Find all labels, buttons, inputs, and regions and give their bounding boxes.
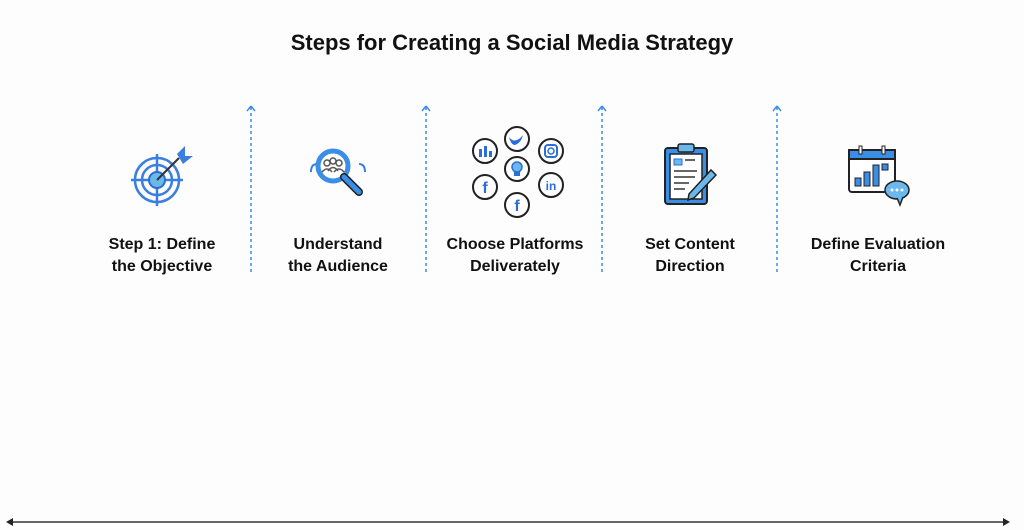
step-define-objective: Step 1: Define the Objective xyxy=(77,120,247,278)
target-icon xyxy=(77,120,247,230)
dashed-arrow-divider xyxy=(246,105,256,272)
step-label-line1: Choose Platforms xyxy=(446,236,584,253)
step-label-line2: Deliverately xyxy=(470,258,560,275)
audience-search-icon xyxy=(253,120,423,230)
svg-text:in: in xyxy=(546,179,557,193)
step-label-line1: Understand xyxy=(293,236,383,253)
step-understand-audience: Understand the Audience xyxy=(253,120,423,278)
svg-text:f: f xyxy=(514,198,520,215)
step-label-line2: Criteria xyxy=(849,258,907,275)
step-label-line2: Direction xyxy=(655,258,725,275)
step-label-line2: the Audience xyxy=(288,258,388,275)
dashed-arrow-divider xyxy=(772,105,782,272)
calendar-chart-icon xyxy=(793,120,963,230)
social-platforms-icon: f f in xyxy=(430,120,600,230)
step-label-line1: Set Content xyxy=(645,236,735,253)
timeline-double-arrow xyxy=(6,518,1010,526)
step-label-line1: Define Evaluation xyxy=(810,236,946,253)
step-label-line1: Step 1: Define xyxy=(108,236,216,253)
step-label-line2: the Objective xyxy=(111,258,213,275)
dashed-arrow-divider xyxy=(421,105,431,272)
svg-text:f: f xyxy=(482,180,488,197)
clipboard-pen-icon xyxy=(605,120,775,230)
page-title: Steps for Creating a Social Media Strate… xyxy=(290,30,734,55)
dashed-arrow-divider xyxy=(597,105,607,272)
